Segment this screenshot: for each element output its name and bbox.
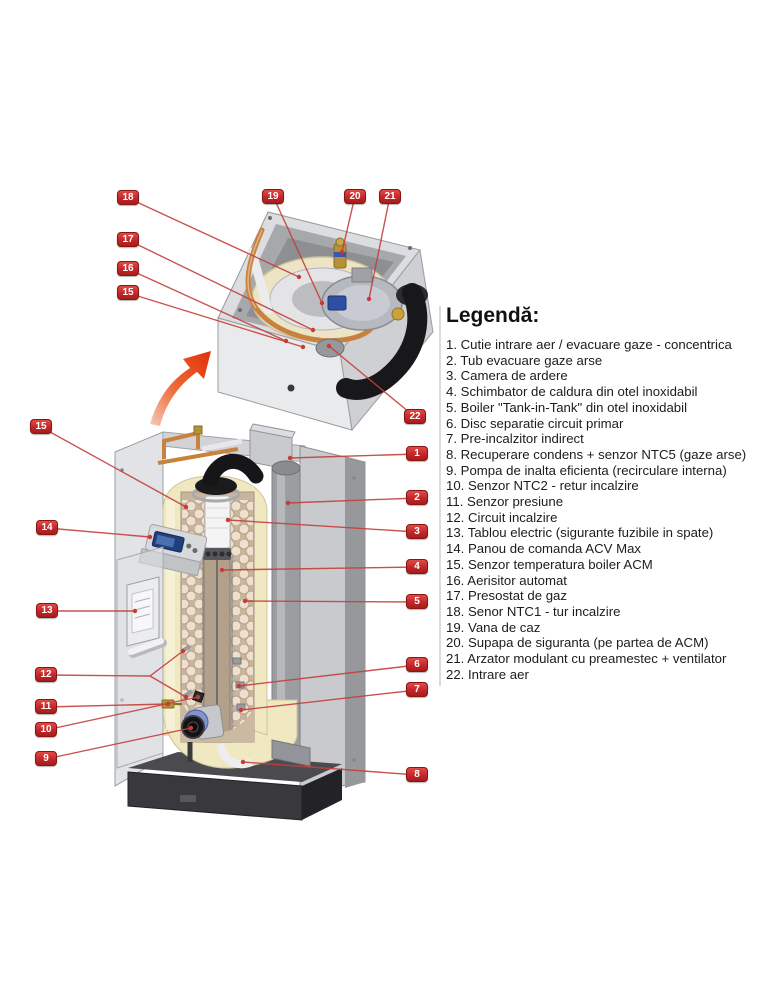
callout-badge-16: 16 [117, 261, 139, 276]
burner-ring-bump [226, 551, 232, 557]
callout-badge-9: 9 [35, 751, 57, 766]
callout-badge-17: 17 [117, 232, 139, 247]
callout-badge-1: 1 [406, 446, 428, 461]
air-intake-hose [336, 283, 428, 400]
legend-item: 2. Tub evacuare gaze arse [446, 352, 603, 368]
panel-button [186, 543, 192, 549]
legend-item: 16. Aerisitor automat [446, 572, 567, 588]
burner-inner [334, 285, 390, 321]
legend-item: 17. Presostat de gaz [446, 588, 567, 604]
callout-badge-7: 7 [406, 682, 428, 697]
safety-valve-cap [335, 237, 345, 247]
brass-port [391, 307, 405, 321]
callout-badge-14: 14 [36, 520, 58, 535]
brass-fitting [193, 425, 203, 435]
legend-item: 10. Senzor NTC2 - retur incalzire [446, 478, 639, 494]
burner-ring-bump [219, 551, 225, 557]
gas-valve [327, 295, 347, 311]
combustion-chamber [204, 495, 231, 549]
legend-item: 4. Schimbator de caldura din otel inoxid… [446, 384, 698, 400]
screw [238, 308, 242, 312]
legend-item: 9. Pompa de inalta eficienta (recircular… [446, 462, 727, 478]
legend-panel: Legendă: 1. Cutie intrare aer / evacuare… [446, 304, 746, 682]
tank-in-tank-coil-right [231, 500, 253, 738]
burner-ring-bump [212, 551, 218, 557]
callout-badge-19: 19 [262, 189, 284, 204]
separator-disc-bracket [232, 657, 242, 665]
legend-item: 12. Circuit incalzire [446, 509, 558, 525]
callout-badge-22: 22 [404, 409, 426, 424]
legend-item: 5. Boiler "Tank-in-Tank" din otel inoxid… [446, 399, 687, 415]
legend-item: 20. Supapa de siguranta (pe partea de AC… [446, 635, 709, 651]
tank-cutaway [180, 491, 255, 743]
drain-elbow [216, 742, 254, 769]
label-line [134, 597, 151, 603]
screw [268, 216, 272, 220]
callout-badge-15-top: 15 [117, 285, 139, 300]
screw [352, 476, 356, 480]
label-line [134, 605, 151, 611]
boiler-cutaway-illustration [114, 423, 366, 821]
label-line [134, 613, 151, 619]
cabinet-right-shade [345, 456, 365, 788]
white-pipe-top [201, 438, 243, 452]
callout-badge-10: 10 [35, 722, 57, 737]
display-inner [155, 534, 176, 548]
callout-badge-5: 5 [406, 594, 428, 609]
callout-endpoint-dots [132, 249, 372, 765]
white-pipe [247, 247, 273, 315]
copper-pipe-loop [162, 430, 200, 459]
legend-item: 1. Cutie intrare aer / evacuare gaze - c… [446, 337, 732, 352]
front-face-hole [287, 384, 295, 392]
legend-item: 6. Disc separatie circuit primar [446, 415, 624, 431]
legend-item: 21. Arzator modulant cu preamestec + ven… [446, 651, 727, 667]
door-handle [128, 638, 164, 655]
legend-item: 19. Vana de caz [446, 619, 541, 635]
legend-item: 14. Panou de comanda ACV Max [446, 541, 642, 557]
screw [352, 758, 356, 762]
callout-badge-6: 6 [406, 657, 428, 672]
flue-pipe-highlight [277, 468, 285, 750]
base-label [180, 795, 196, 802]
legend-item: 11. Senzor presiune [446, 494, 564, 510]
legend-item: 18. Senor NTC1 - tur incalzire [446, 603, 621, 619]
legend-item: 15. Senzor temperatura boiler ACM [446, 556, 653, 572]
burner-ring-bump [205, 551, 211, 557]
flue-elbow [271, 739, 311, 767]
legend-item: 3. Camera de ardere [446, 368, 568, 384]
callout-badge-13: 13 [36, 603, 58, 618]
top-view-illustration [150, 211, 434, 432]
zoom-arrow [150, 351, 211, 426]
copper-pipe-run [157, 447, 239, 465]
base-right [302, 768, 342, 820]
legend-item: 22. Intrare aer [446, 666, 529, 682]
callout-badge-21: 21 [379, 189, 401, 204]
callout-badge-15-bottom: 15 [30, 419, 52, 434]
legend-item: 13. Tablou electric (sigurante fuzibile … [446, 525, 714, 541]
legend-title: Legendă: [446, 304, 540, 327]
panel-button [192, 548, 198, 554]
callout-badge-3: 3 [406, 524, 428, 539]
legend-item: 8. Recuperare condens + senzor NTC5 (gaz… [446, 446, 747, 462]
callout-badge-20: 20 [344, 189, 366, 204]
callout-badge-12: 12 [35, 667, 57, 682]
callout-badge-11: 11 [35, 699, 57, 714]
flue-pipe-top [271, 460, 301, 476]
electric-box-label [131, 588, 154, 634]
image-edge-divider [439, 306, 441, 686]
callout-leader-lines [40, 195, 418, 776]
callout-badge-4: 4 [406, 559, 428, 574]
callout-badge-18: 18 [117, 190, 139, 205]
legend-item: 7. Pre-incalzitor indirect [446, 431, 584, 447]
air-duct-elbow [202, 453, 264, 488]
callout-badge-2: 2 [406, 490, 428, 505]
screw [408, 246, 412, 250]
callout-badge-8: 8 [406, 767, 428, 782]
tank-highlight [166, 500, 175, 730]
copper-pipe-highlight [247, 229, 263, 309]
burner-top-box [351, 267, 373, 283]
safety-valve-band [334, 252, 346, 257]
